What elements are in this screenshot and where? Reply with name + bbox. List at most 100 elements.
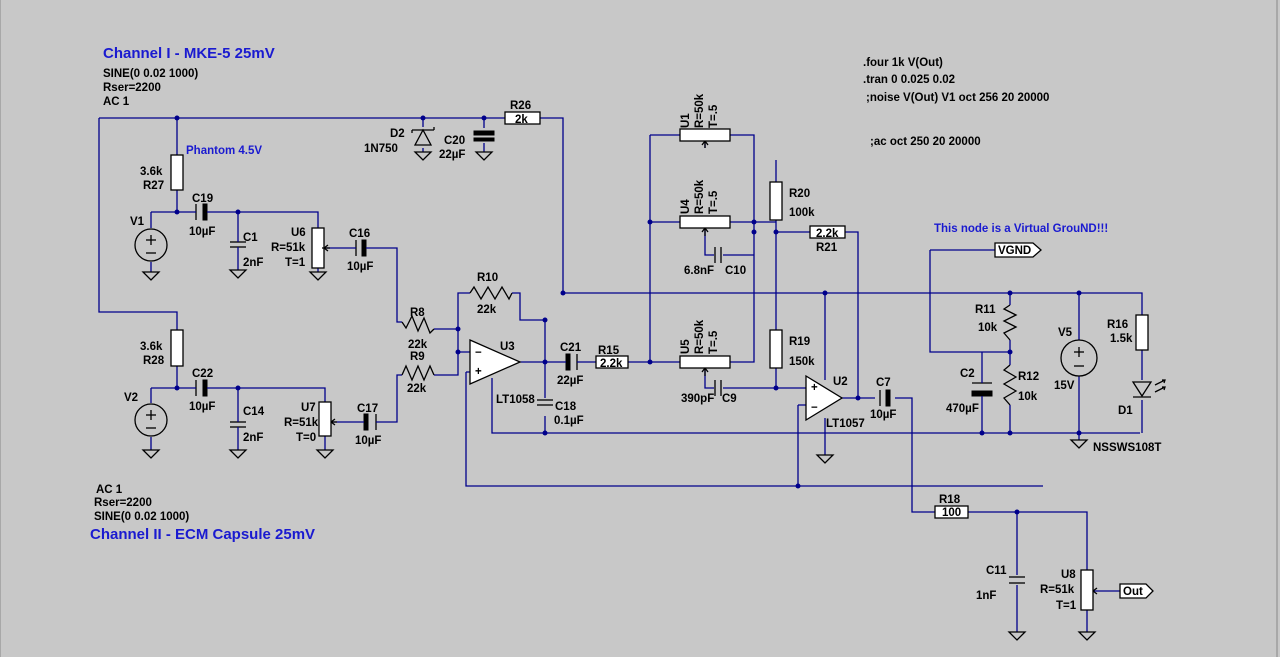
- directive-ac[interactable]: ;ac oct 250 20 20000: [870, 136, 981, 148]
- u6-name: U6: [291, 227, 306, 239]
- c7-value: 10µF: [870, 409, 896, 421]
- resistor-r10[interactable]: R10 22k: [469, 272, 513, 316]
- net-label-vgnd[interactable]: VGND: [994, 242, 1042, 258]
- zener-diode-d2[interactable]: D2 1N750: [364, 127, 435, 161]
- potentiometer-u8[interactable]: U8 R=51k T=1: [1040, 569, 1098, 641]
- resistor-r12[interactable]: R12 10k: [1002, 364, 1039, 406]
- r28-value: 3.6k: [140, 341, 163, 353]
- resistor-r20[interactable]: R20 100k: [769, 181, 815, 221]
- potentiometer-u1[interactable]: U1 R=50k T=.5: [679, 93, 731, 148]
- capacitor-c16[interactable]: C16 10µF: [347, 228, 373, 273]
- r12-name: R12: [1018, 371, 1039, 383]
- opamp-u2[interactable]: + − U2 LT1057: [805, 374, 865, 464]
- c1-name: C1: [243, 232, 258, 244]
- u6-t: T=1: [285, 257, 306, 269]
- c2-name: C2: [960, 368, 975, 380]
- capacitor-c1[interactable]: C1 2nF: [229, 232, 263, 279]
- directive-tran[interactable]: .tran 0 0.025 0.02: [863, 74, 955, 86]
- c14-name: C14: [243, 406, 265, 418]
- c22-value: 10µF: [189, 401, 215, 413]
- capacitor-c7[interactable]: C7 10µF: [870, 377, 896, 421]
- resistor-r27[interactable]: 3.6k R27: [140, 154, 184, 192]
- c19-name: C19: [192, 193, 213, 205]
- channel-1-rser: Rser=2200: [103, 82, 161, 94]
- capacitor-c11[interactable]: C11 1nF: [976, 565, 1026, 641]
- potentiometer-u4[interactable]: U4 R=50k T=.5: [679, 179, 731, 236]
- resistor-r19[interactable]: R19 150k: [769, 329, 815, 369]
- led-d1[interactable]: D1 NSSWS108T: [1093, 379, 1166, 454]
- r8-name: R8: [410, 307, 425, 319]
- u5-r: R=50k: [694, 319, 706, 354]
- c16-name: C16: [349, 228, 370, 240]
- capacitor-c17[interactable]: C17 10µF: [355, 403, 383, 447]
- v2-name: V2: [124, 392, 138, 404]
- r15-value: 2.2k: [600, 358, 623, 370]
- c17-value: 10µF: [355, 435, 381, 447]
- voltage-source-v1[interactable]: V1: [130, 216, 168, 281]
- r28-name: R28: [143, 355, 165, 367]
- u5-t: T=.5: [708, 330, 720, 354]
- voltage-source-v2[interactable]: V2: [124, 392, 168, 459]
- d1-model: NSSWS108T: [1093, 442, 1161, 454]
- voltage-source-v5[interactable]: V5 15V: [1054, 327, 1098, 449]
- r10-value: 22k: [477, 304, 497, 316]
- potentiometer-u6[interactable]: U6 R=51k T=1: [271, 227, 330, 281]
- virtual-ground-note: This node is a Virtual GrouND!!!: [934, 223, 1108, 235]
- net-label-out[interactable]: Out: [1119, 583, 1154, 599]
- wires: [98, 117, 1143, 632]
- capacitor-c18[interactable]: C18 0.1µF: [537, 399, 584, 427]
- opamp-u3[interactable]: − + U3 LT1058: [469, 339, 535, 406]
- u1-r: R=50k: [694, 93, 706, 128]
- u2-name: U2: [833, 376, 848, 388]
- potentiometer-u5[interactable]: U5 R=50k T=.5: [679, 319, 731, 376]
- r27-name: R27: [143, 180, 164, 192]
- r16-value: 1.5k: [1110, 333, 1133, 345]
- resistor-r8[interactable]: R8 22k: [401, 307, 435, 351]
- v5-value: 15V: [1054, 380, 1075, 392]
- r9-name: R9: [410, 351, 425, 363]
- directive-four[interactable]: .four 1k V(Out): [863, 57, 943, 69]
- r8-value: 22k: [408, 339, 428, 351]
- r16-name: R16: [1107, 319, 1128, 331]
- capacitor-c14[interactable]: C14 2nF: [229, 406, 265, 459]
- capacitor-c20[interactable]: C20 22µF: [439, 130, 495, 161]
- u3-name: U3: [500, 341, 515, 353]
- c10-name: C10: [725, 265, 746, 277]
- r26-value: 2k: [515, 114, 528, 126]
- resistor-r28[interactable]: 3.6k R28: [140, 329, 184, 367]
- r26-name: R26: [510, 100, 531, 112]
- d1-name: D1: [1118, 405, 1133, 417]
- r18-name: R18: [939, 494, 961, 506]
- resistor-r18[interactable]: R18 100: [934, 494, 969, 519]
- channel-1-ac: AC 1: [103, 96, 130, 108]
- resistor-r11[interactable]: R11 10k: [975, 304, 1018, 341]
- r11-value: 10k: [978, 322, 998, 334]
- out-label: Out: [1123, 586, 1143, 598]
- capacitor-c9[interactable]: 390pF C9: [681, 380, 737, 405]
- c11-name: C11: [986, 565, 1007, 577]
- u8-t: T=1: [1056, 600, 1077, 612]
- c11-value: 1nF: [976, 590, 996, 602]
- u4-t: T=.5: [708, 190, 720, 214]
- resistor-r15[interactable]: R15 2.2k: [595, 345, 629, 370]
- capacitor-c22[interactable]: C22 10µF: [189, 368, 216, 413]
- capacitor-c19[interactable]: C19 10µF: [189, 193, 216, 238]
- c20-name: C20: [444, 135, 465, 147]
- channel-2-title: Channel II - ECM Capsule 25mV: [90, 526, 315, 543]
- u8-r: R=51k: [1040, 584, 1075, 596]
- u7-t: T=0: [296, 432, 316, 444]
- c20-value: 22µF: [439, 149, 465, 161]
- potentiometer-u7[interactable]: U7 R=51k T=0: [284, 401, 337, 459]
- directive-noise[interactable]: ;noise V(Out) V1 oct 256 20 20000: [866, 92, 1049, 104]
- resistor-r26[interactable]: R26 2k: [504, 100, 541, 126]
- capacitor-c10[interactable]: 6.8nF C10: [684, 247, 746, 277]
- c14-value: 2nF: [243, 432, 263, 444]
- capacitor-c2[interactable]: C2 470µF: [946, 368, 993, 415]
- resistor-r9[interactable]: R9 22k: [401, 351, 435, 395]
- c18-name: C18: [555, 401, 577, 413]
- resistor-r16[interactable]: R16 1.5k: [1107, 314, 1149, 351]
- resistor-r21[interactable]: 2.2k R21: [809, 225, 846, 254]
- v5-name: V5: [1058, 327, 1073, 339]
- capacitor-c21[interactable]: C21 22µF: [557, 342, 583, 387]
